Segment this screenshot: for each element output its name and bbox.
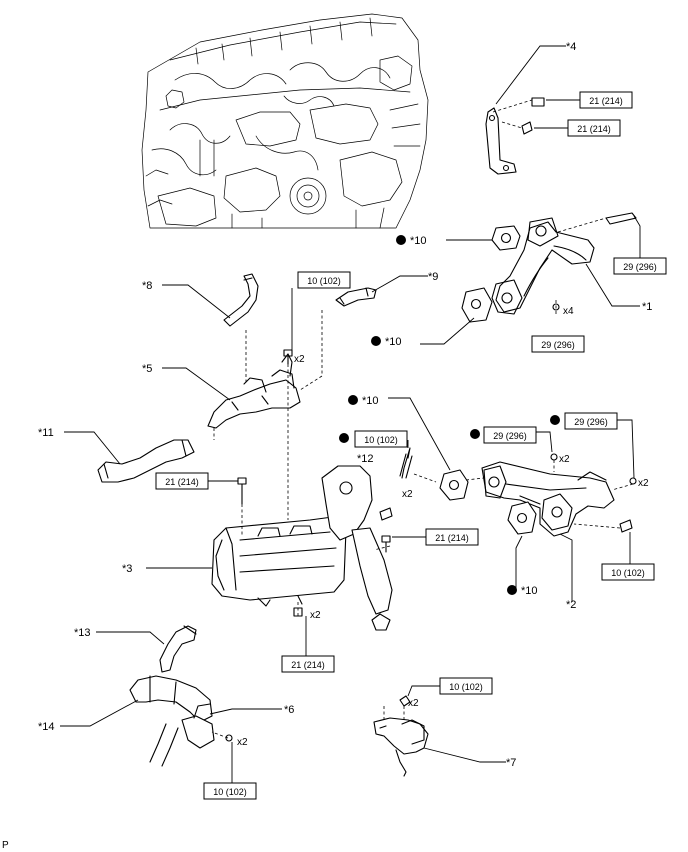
torque-boxes: 21 (214) 21 (214) 29 (296) 29 (296) 10 (… xyxy=(155,91,667,800)
leader-lines xyxy=(60,45,641,784)
torque-3b: 21 (214) xyxy=(435,533,469,543)
torque-box-1a xyxy=(613,257,667,275)
torque-4b: 21 (214) xyxy=(577,124,611,134)
gaskets-part-10-upper xyxy=(461,225,521,323)
qty-2b: x2 xyxy=(638,478,649,489)
dot-10d xyxy=(507,585,517,595)
part-12-stud xyxy=(399,447,413,479)
callout-6: *6 xyxy=(284,704,294,716)
callout-13: *13 xyxy=(74,627,91,639)
dot-10c xyxy=(348,395,358,405)
dot-10a xyxy=(396,235,406,245)
torque-box-3c xyxy=(281,655,335,673)
torque-box-4b xyxy=(567,119,621,137)
torque-6: 10 (102) xyxy=(213,787,247,797)
qty-6: x2 xyxy=(237,737,248,748)
part-3-egr-cooler xyxy=(211,465,393,631)
quantity-labels: x4 x2 x2 x2 x2 x2 x2 x2 xyxy=(237,306,649,748)
torque-3a: 21 (214) xyxy=(165,477,199,487)
torque-box-2a xyxy=(483,426,537,444)
part-1-pipe xyxy=(491,212,637,315)
torque-2c: 10 (102) xyxy=(611,568,645,578)
torque-box-9 xyxy=(297,271,351,289)
callout-2: *2 xyxy=(566,599,576,611)
torque-12: 10 (102) xyxy=(364,435,398,445)
torque-4a: 21 (214) xyxy=(589,96,623,106)
part-13-hose xyxy=(159,625,197,673)
torque-box-2c xyxy=(601,563,655,581)
torque-2a: 29 (296) xyxy=(493,431,527,441)
dot-2a xyxy=(470,429,480,439)
part-9-hose xyxy=(335,287,377,307)
torque-9: 10 (102) xyxy=(307,276,341,286)
qty-3: x2 xyxy=(310,610,321,621)
callout-labels: *4 *10 *1 *8 *9 *10 *5 *10 *11 *12 *3 *1… xyxy=(38,41,652,769)
callout-10b: *10 xyxy=(385,336,402,348)
callout-10c: *10 xyxy=(362,395,379,407)
callout-11: *11 xyxy=(38,427,54,439)
dot-10b xyxy=(371,336,381,346)
torque-box-12 xyxy=(354,430,408,448)
assembly-lines xyxy=(211,99,634,739)
part-5-pipe-bracket xyxy=(207,353,301,429)
torque-1a: 29 (296) xyxy=(623,262,657,272)
dot-12 xyxy=(339,433,349,443)
engine-illustration xyxy=(141,13,429,229)
callout-12: *12 xyxy=(357,453,374,465)
callout-7: *7 xyxy=(506,757,516,769)
torque-1b: 29 (296) xyxy=(541,340,575,350)
torque-box-1b xyxy=(531,335,585,353)
callout-9: *9 xyxy=(428,271,438,283)
callout-1: *1 xyxy=(642,301,652,313)
part-14-hose xyxy=(129,675,233,767)
torque-box-4a xyxy=(579,91,633,109)
hardware xyxy=(237,349,411,707)
torque-box-3a xyxy=(155,472,209,490)
callout-10a: *10 xyxy=(410,235,427,247)
callout-4: *4 xyxy=(566,41,576,53)
qty-2a: x2 xyxy=(559,454,570,465)
torque-box-7 xyxy=(439,677,493,695)
callout-10d: *10 xyxy=(521,585,538,597)
torque-box-3b xyxy=(425,528,479,546)
callout-3: *3 xyxy=(122,563,132,575)
torque-7: 10 (102) xyxy=(449,682,483,692)
torque-3c: 21 (214) xyxy=(291,660,325,670)
part-7-valve xyxy=(373,717,429,777)
corner-mark: P xyxy=(2,840,9,851)
part-8-hose xyxy=(223,273,259,327)
callout-14: *14 xyxy=(38,721,55,733)
qty-7: x2 xyxy=(408,698,419,709)
part-2-pipe xyxy=(481,453,637,537)
callout-8: *8 xyxy=(142,280,152,292)
qty-12: x2 xyxy=(402,489,413,500)
highlight-dots xyxy=(339,235,560,595)
gaskets-part-10-lower xyxy=(439,469,537,535)
callout-5: *5 xyxy=(142,363,152,375)
qty-5: x2 xyxy=(294,354,305,365)
part-11-hose xyxy=(97,439,195,483)
part-4-bracket xyxy=(485,97,545,175)
torque-box-6 xyxy=(203,782,257,800)
torque-box-2b xyxy=(564,412,618,430)
dot-2b xyxy=(550,415,560,425)
torque-2b: 29 (296) xyxy=(574,417,608,427)
qty-1: x4 xyxy=(563,306,574,317)
